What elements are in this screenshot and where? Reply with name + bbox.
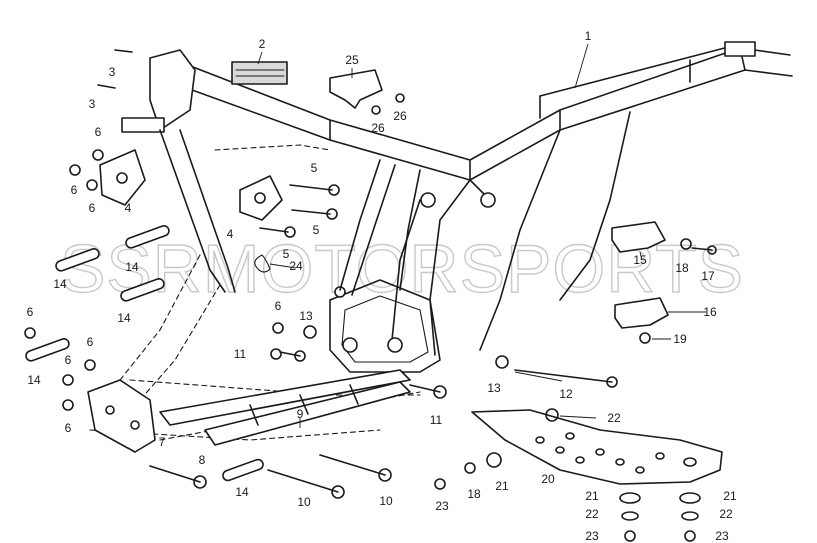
callout-label: 9 [297,407,304,421]
frame-drawing [24,41,793,542]
callout-label: 6 [87,335,94,349]
callout-label: 21 [585,489,599,503]
callout-label: 22 [607,411,621,425]
callout-label: 15 [633,253,647,267]
callout-label: 21 [495,479,509,493]
callout-label: 6 [65,353,72,367]
callout-label: 13 [299,309,313,323]
callout-label: 23 [435,499,449,513]
callout-label: 13 [487,381,501,395]
callout-label: 5 [313,223,320,237]
callout-label: 14 [53,277,67,291]
leader-lines [257,43,706,428]
callout-label: 8 [199,453,206,467]
callout-label: 6 [27,305,34,319]
callout-label: 5 [311,161,318,175]
callout-label: 23 [715,529,729,543]
callout-label: 4 [227,227,234,241]
callout-label: 18 [675,261,689,275]
callout-label: 2 [259,37,266,51]
callout-label: 11 [234,347,247,361]
callout-label: 18 [467,487,481,501]
callout-label: 22 [719,507,733,521]
callout-label: 6 [65,421,72,435]
callout-label: 1 [585,29,592,43]
callout-label: 10 [297,495,311,509]
callout-label: 26 [371,121,385,135]
callout-label: 19 [673,332,687,346]
callout-label: 24 [289,259,303,273]
callout-label: 11 [430,413,443,427]
callout-label: 25 [345,53,359,67]
callout-label: 17 [701,269,715,283]
callout-label: 3 [89,97,96,111]
callout-label: 7 [159,435,166,449]
callout-label: 14 [27,373,41,387]
callout-label: 26 [393,109,407,123]
callout-label: 21 [723,489,737,503]
callout-label: 16 [703,305,717,319]
callout-label: 6 [89,201,96,215]
callout-label: 6 [71,183,78,197]
callout-label: 5 [283,247,290,261]
callout-label: 23 [585,529,599,543]
callout-label: 22 [585,507,599,521]
callout-label: 14 [117,311,131,325]
callout-label: 3 [109,65,116,79]
callout-label: 14 [235,485,249,499]
callout-label: 4 [125,201,132,215]
callout-label: 6 [95,125,102,139]
callout-label: 20 [541,472,555,486]
callout-label: 6 [275,299,282,313]
callout-label: 12 [559,387,573,401]
callout-label: 14 [125,260,139,274]
callout-label: 10 [379,494,393,508]
